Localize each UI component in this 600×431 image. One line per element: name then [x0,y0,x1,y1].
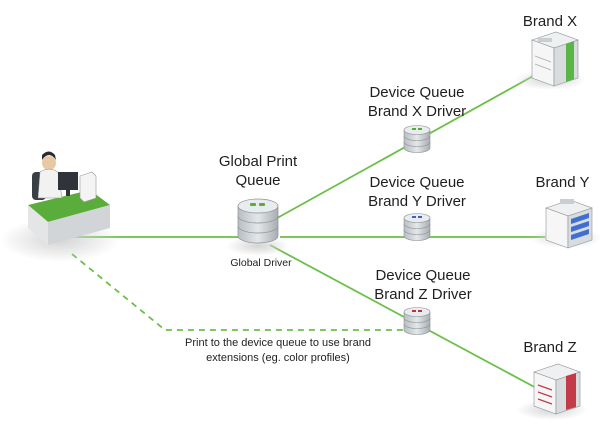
global-queue-disk-icon [226,198,290,256]
printer-brand-z-icon [516,363,588,420]
global-queue-title-line1: Global Print [218,153,298,170]
device-queue-z-disk-icon [403,307,431,335]
device-queue-x-line2: Brand X Driver [367,103,467,120]
device-queue-y-line2: Brand Y Driver [368,193,466,210]
line-global-to-brand-x [269,74,536,223]
printer-brand-z-label: Brand Z [523,339,577,356]
device-queue-x-line1: Device Queue [369,84,465,101]
global-driver-label: Global Driver [230,257,292,269]
device-queue-y-line1: Device Queue [369,174,465,191]
printer-brand-x-label: Brand X [522,13,578,30]
device-queue-x-disk-icon [403,125,431,153]
global-queue-title-line2: Queue [235,172,281,189]
device-queue-note-line1: Print to the device queue to use brand [185,337,371,349]
device-queue-z-line1: Device Queue [375,267,471,284]
printer-brand-y-label: Brand Y [535,174,590,191]
workstation-illustration [0,151,120,262]
device-queue-x-label: Device Queue Brand X Driver [352,83,482,121]
device-queue-y-label: Device Queue Brand Y Driver [352,173,482,211]
printer-brand-y-icon [530,199,600,249]
device-queue-note: Print to the device queue to use brand e… [158,336,398,366]
device-queue-note-line2: extensions (eg. color profiles) [206,352,350,364]
device-queue-z-line2: Brand Z Driver [374,286,472,303]
device-queue-y-disk-icon [403,213,431,241]
global-queue-title: Global Print Queue [208,152,308,190]
device-queue-z-label: Device Queue Brand Z Driver [358,266,488,304]
printer-brand-x-icon [514,31,586,90]
